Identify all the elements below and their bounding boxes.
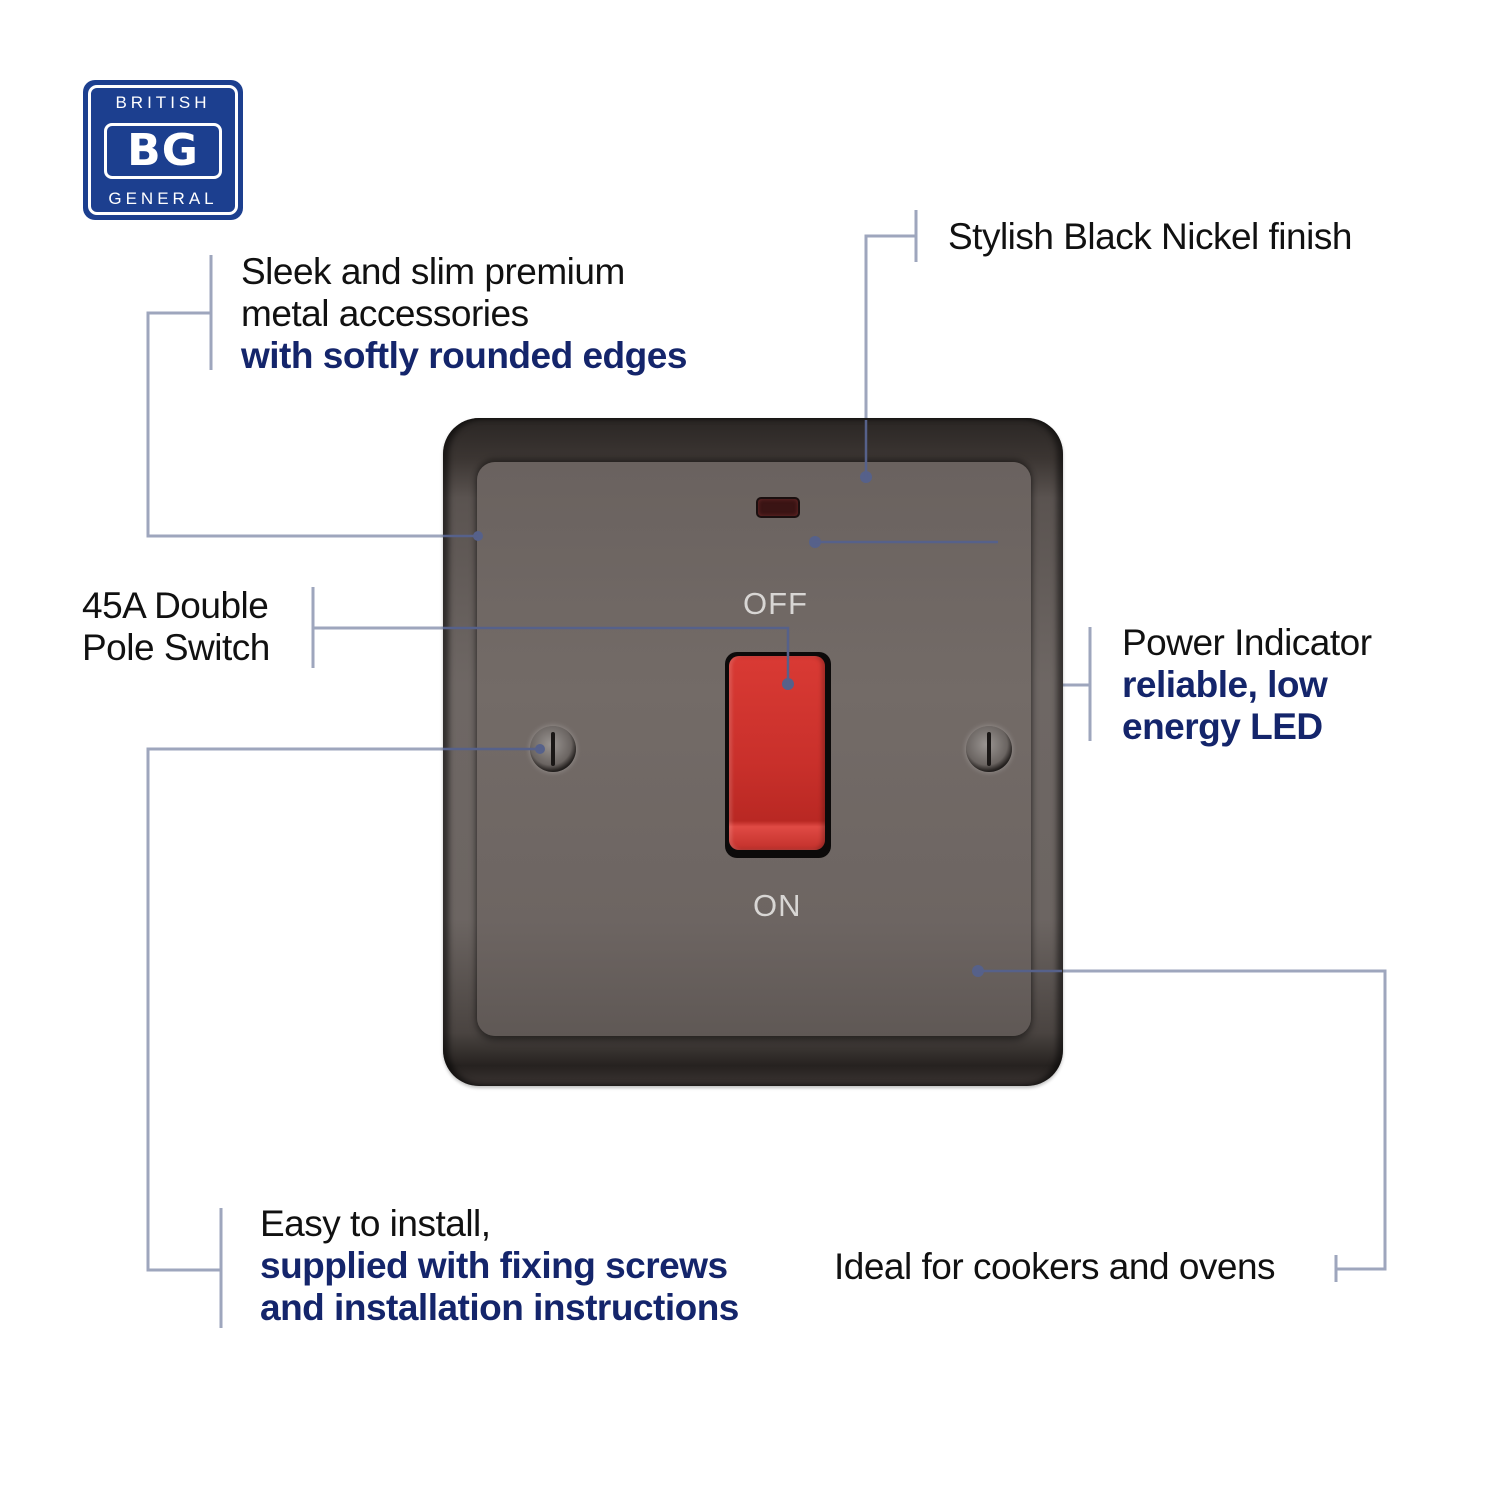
- off-label: OFF: [743, 586, 808, 621]
- logo-bottom-text: GENERAL: [108, 189, 218, 208]
- right-screw-icon: [966, 726, 1012, 772]
- feature-indicator: Power Indicator reliable, low energy LED: [1122, 622, 1372, 748]
- power-led-indicator: [756, 497, 800, 518]
- feature-emphasis: and installation instructions: [260, 1287, 739, 1328]
- feature-text: Ideal for cookers and ovens: [834, 1246, 1276, 1287]
- feature-switch: 45A Double Pole Switch: [82, 585, 270, 669]
- feature-emphasis: with softly rounded edges: [241, 335, 687, 376]
- british-general-logo: BRITISH BG GENERAL: [83, 80, 243, 220]
- logo-frame: BRITISH BG GENERAL: [88, 85, 238, 215]
- feature-text: Power Indicator: [1122, 622, 1372, 663]
- feature-rounded-edges: Sleek and slim premium metal accessories…: [241, 251, 687, 377]
- feature-emphasis: energy LED: [1122, 706, 1323, 747]
- feature-usage: Ideal for cookers and ovens: [834, 1246, 1276, 1288]
- feature-text: Sleek and slim premium: [241, 251, 625, 292]
- feature-text: metal accessories: [241, 293, 529, 334]
- feature-text: Stylish Black Nickel finish: [948, 216, 1352, 257]
- rocker-switch[interactable]: [729, 656, 825, 850]
- logo-mark-box: BG: [104, 123, 222, 179]
- left-screw-icon: [530, 726, 576, 772]
- feature-emphasis: reliable, low: [1122, 664, 1328, 705]
- logo-top-text: BRITISH: [115, 93, 211, 112]
- logo-mark: BG: [127, 125, 199, 176]
- feature-text: Easy to install,: [260, 1203, 491, 1244]
- feature-emphasis: supplied with fixing screws: [260, 1245, 728, 1286]
- feature-finish: Stylish Black Nickel finish: [948, 216, 1352, 258]
- feature-install: Easy to install, supplied with fixing sc…: [260, 1203, 739, 1329]
- switch-plate: OFF ON: [443, 418, 1063, 1086]
- on-label: ON: [753, 888, 802, 923]
- feature-text: 45A Double: [82, 585, 269, 626]
- feature-text: Pole Switch: [82, 627, 270, 668]
